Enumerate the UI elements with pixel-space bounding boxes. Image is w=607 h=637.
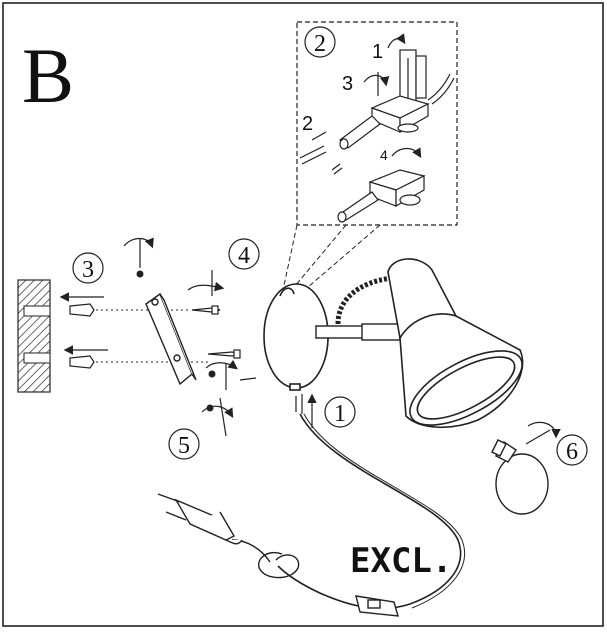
bulb-rotate-arrow (525, 421, 561, 445)
lamp-arm (315, 275, 401, 341)
cable-coil (231, 539, 300, 579)
inset-wires (299, 131, 343, 175)
screws (191, 305, 241, 359)
step-4-number: 4 (238, 243, 250, 269)
screw-rotate-arrows (123, 237, 257, 437)
step-5-circle (168, 428, 200, 460)
power-cable-inner (303, 413, 466, 609)
inset-sub-3: 3 (342, 73, 353, 95)
inline-switch (355, 595, 399, 617)
projection-lines (282, 224, 381, 295)
inset-step-circle (304, 26, 336, 58)
wall (17, 279, 51, 393)
insert-arrows (59, 292, 108, 355)
outer-frame (2, 2, 604, 627)
step-5-number: 5 (178, 433, 190, 459)
inset-step-number: 2 (314, 31, 326, 57)
inset-terminal-block-bottom (337, 169, 426, 223)
light-bulb (491, 439, 549, 515)
step-1-circle (324, 396, 356, 428)
inset-terminal-block-top (339, 49, 455, 150)
inset-rotate-arrows (363, 33, 422, 159)
step-6-number: 6 (566, 439, 578, 465)
power-plug (157, 493, 243, 545)
step-1-number: 1 (334, 401, 346, 427)
inset-sub-2: 2 (302, 113, 313, 135)
lamp-shade (387, 258, 524, 429)
inset-box (296, 21, 458, 226)
power-cable (277, 413, 462, 610)
alignment-lines (96, 309, 210, 363)
mounting-bracket (145, 292, 197, 386)
step-4-circle (228, 238, 260, 270)
wall-plugs (69, 303, 95, 369)
inset-sub-4: 4 (380, 147, 388, 163)
excl-note: EXCL. (350, 541, 452, 581)
panel-letter: B (22, 32, 74, 119)
step-3-number: 3 (82, 257, 94, 283)
inset-sub-1: 1 (372, 41, 383, 63)
wall-hole-bottom (23, 352, 51, 364)
lamp-base (263, 283, 329, 391)
step-3-circle (72, 252, 104, 284)
cable-exit-arrows (295, 393, 317, 428)
step-6-circle (556, 434, 588, 466)
wall-hole-top (23, 305, 51, 317)
